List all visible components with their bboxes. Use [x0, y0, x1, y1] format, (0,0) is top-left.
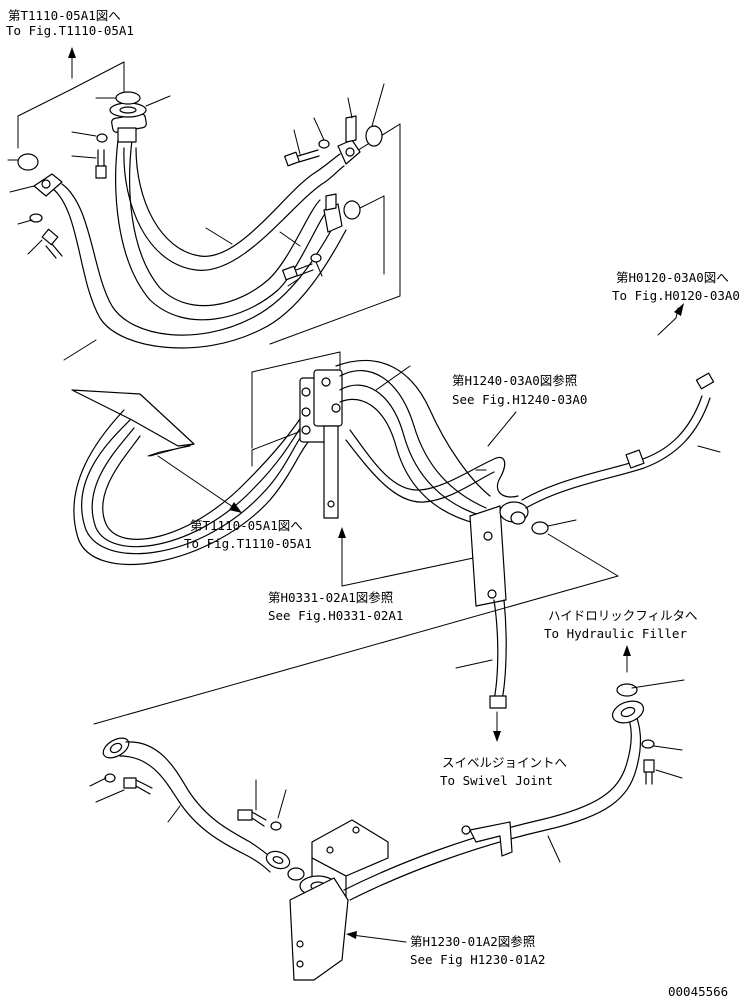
arrow-to-h0120 [657, 303, 684, 336]
bolt-icon [643, 759, 655, 785]
washer-icon [641, 739, 655, 749]
washer-icon [29, 213, 43, 223]
arrow-to-h1230 [346, 931, 407, 943]
arrow-down-swivel [493, 711, 501, 742]
ref-h0120-en: To Fig.H0120-03A0 [612, 288, 740, 303]
ref-h1240-en: See Fig.H1240-03A0 [452, 392, 587, 407]
washer-icon [318, 139, 330, 149]
ref-t1110-top-en: To Fig.T1110-05A1 [6, 23, 134, 38]
oring-icon [343, 200, 361, 220]
washer-icon [96, 133, 108, 143]
washer-icon [270, 821, 282, 831]
bolt-icon [237, 809, 267, 827]
drawing-number: 00045566 [668, 984, 728, 999]
ref-h1240-jp: 第H1240-03A0図参照 [452, 373, 577, 388]
oring-icon [365, 125, 383, 147]
ref-filter-en: To Hydraulic Filler [544, 626, 687, 641]
arrow-to-t1110-mid [157, 455, 242, 513]
ref-h1230-jp: 第H1230-01A2図参照 [410, 934, 535, 949]
ref-swivel-jp: スイベルジョイントへ [442, 755, 567, 770]
oring-icon [531, 521, 549, 535]
ref-filter-jp: ハイドロリックフィルタへ [548, 608, 698, 623]
ref-t1110-top-jp: 第T1110-05A1図へ [8, 8, 121, 23]
oring-icon [17, 153, 39, 171]
bolt-icon [282, 263, 314, 281]
arrow-up-t1110-top [68, 47, 76, 79]
ref-h1230-en: See Fig H1230-01A2 [410, 952, 545, 967]
bolt-icon [123, 777, 153, 795]
washer-icon [310, 253, 322, 263]
bolt-icon [284, 149, 320, 167]
ref-h0331-en: See Fig.H0331-02A1 [268, 608, 403, 623]
bolt-icon [41, 228, 63, 259]
bottom-pipe-assembly [89, 679, 685, 981]
arrow-to-h0331 [338, 527, 483, 587]
ref-h0120-jp: 第H0120-03A0図へ [616, 270, 729, 285]
oring-icon [287, 867, 305, 881]
top-hose-assembly [7, 61, 401, 361]
ref-h0331-jp: 第H0331-02A1図参照 [268, 590, 393, 605]
arrow-up-hydraulic-filter [623, 645, 631, 673]
ref-swivel-en: To Swivel Joint [440, 773, 553, 788]
bolt-icon [95, 149, 107, 179]
middle-valve-assembly [71, 351, 721, 725]
oring-icon [616, 683, 638, 697]
oring-icon [115, 91, 141, 105]
ref-t1110-mid-en: To Fig.T1110-05A1 [184, 536, 312, 551]
